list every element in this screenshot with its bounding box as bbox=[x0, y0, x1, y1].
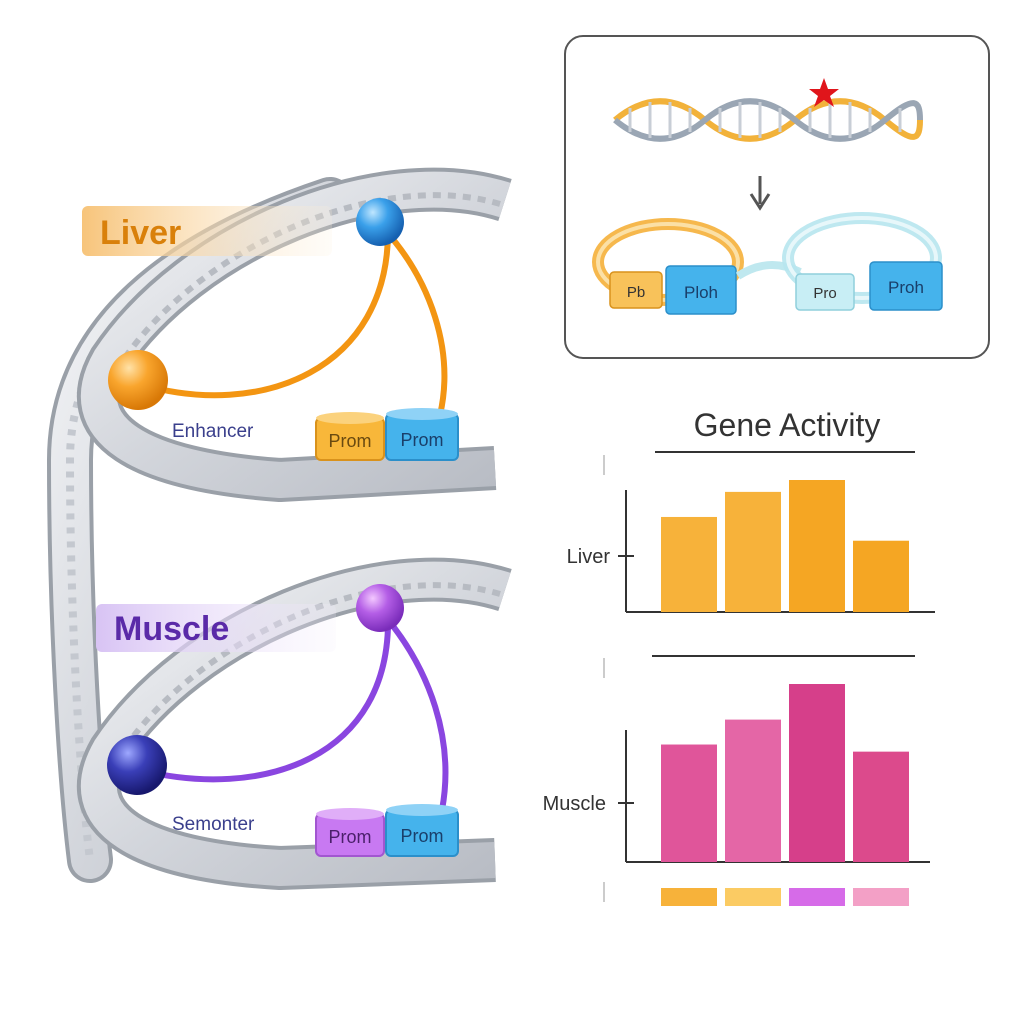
legend-swatch-4 bbox=[853, 888, 909, 906]
muscle-bars bbox=[661, 684, 909, 862]
muscle-enhancer-label: Semonter bbox=[172, 814, 255, 835]
inset-promoter-3-label: Pro bbox=[813, 285, 836, 302]
liver-enhancer-ball bbox=[108, 350, 168, 410]
liver-bar-4 bbox=[853, 540, 909, 612]
legend-swatches bbox=[661, 888, 909, 906]
muscle-label: Muscle bbox=[114, 610, 229, 648]
muscle-bar-2 bbox=[725, 719, 781, 862]
liver-promoter-1-label: Prom bbox=[328, 431, 371, 451]
dna-helix bbox=[613, 78, 923, 142]
liver-loop-line-1 bbox=[139, 227, 392, 399]
dna-rail bbox=[46, 167, 512, 890]
muscle-bar-1 bbox=[661, 744, 717, 862]
inset-loop-cyan: Pro Proh bbox=[782, 212, 943, 311]
liver-promoter-1: Prom bbox=[315, 412, 385, 461]
muscle-anchor-ball bbox=[356, 584, 404, 632]
muscle-loop-line-2 bbox=[382, 614, 449, 811]
legend-swatch-1 bbox=[661, 888, 717, 906]
muscle-bar-4 bbox=[853, 751, 909, 862]
legend-swatch-2 bbox=[725, 888, 781, 906]
liver-row-label: Liver bbox=[567, 546, 611, 568]
muscle-loop: Semonter Prom Prom bbox=[107, 584, 459, 857]
liver-loop: Enhancer Prom Prom bbox=[108, 198, 459, 461]
arrow-down-icon bbox=[749, 176, 771, 211]
inset-promoter-2-label: Ploh bbox=[684, 283, 718, 302]
inset-loop-orange: Pb Ploh bbox=[592, 218, 744, 315]
liver-anchor-ball bbox=[356, 198, 404, 246]
muscle-loop-line-1 bbox=[139, 613, 392, 783]
liver-promoter-2-label: Prom bbox=[400, 430, 443, 450]
liver-promoter-2: Prom bbox=[385, 408, 459, 461]
liver-bar-3 bbox=[789, 480, 845, 612]
liver-bar-1 bbox=[661, 516, 717, 612]
mutation-star-icon bbox=[809, 78, 839, 107]
liver-bars bbox=[661, 480, 909, 612]
inset-promoter-1-label: Pb bbox=[627, 284, 645, 301]
muscle-row-label: Muscle bbox=[543, 793, 606, 815]
gene-activity-chart: Gene Activity Liver Muscle bbox=[543, 407, 935, 906]
muscle-enhancer-ball bbox=[107, 735, 167, 795]
inset-panel: Pb Ploh Pro Proh bbox=[564, 35, 990, 359]
muscle-promoter-2-label: Prom bbox=[400, 826, 443, 846]
liver-bar-2 bbox=[725, 491, 781, 612]
muscle-promoter-1: Prom bbox=[315, 808, 385, 857]
legend-swatch-3 bbox=[789, 888, 845, 906]
liver-loop-line-2 bbox=[382, 227, 448, 416]
muscle-bar-3 bbox=[789, 684, 845, 862]
liver-label: Liver bbox=[100, 214, 181, 252]
liver-enhancer-label: Enhancer bbox=[172, 421, 254, 442]
muscle-band bbox=[96, 604, 336, 652]
liver-band bbox=[82, 206, 332, 256]
muscle-promoter-1-label: Prom bbox=[328, 827, 371, 847]
muscle-promoter-2: Prom bbox=[385, 804, 459, 857]
inset-promoter-4-label: Proh bbox=[888, 278, 924, 297]
chart-title: Gene Activity bbox=[694, 407, 881, 443]
